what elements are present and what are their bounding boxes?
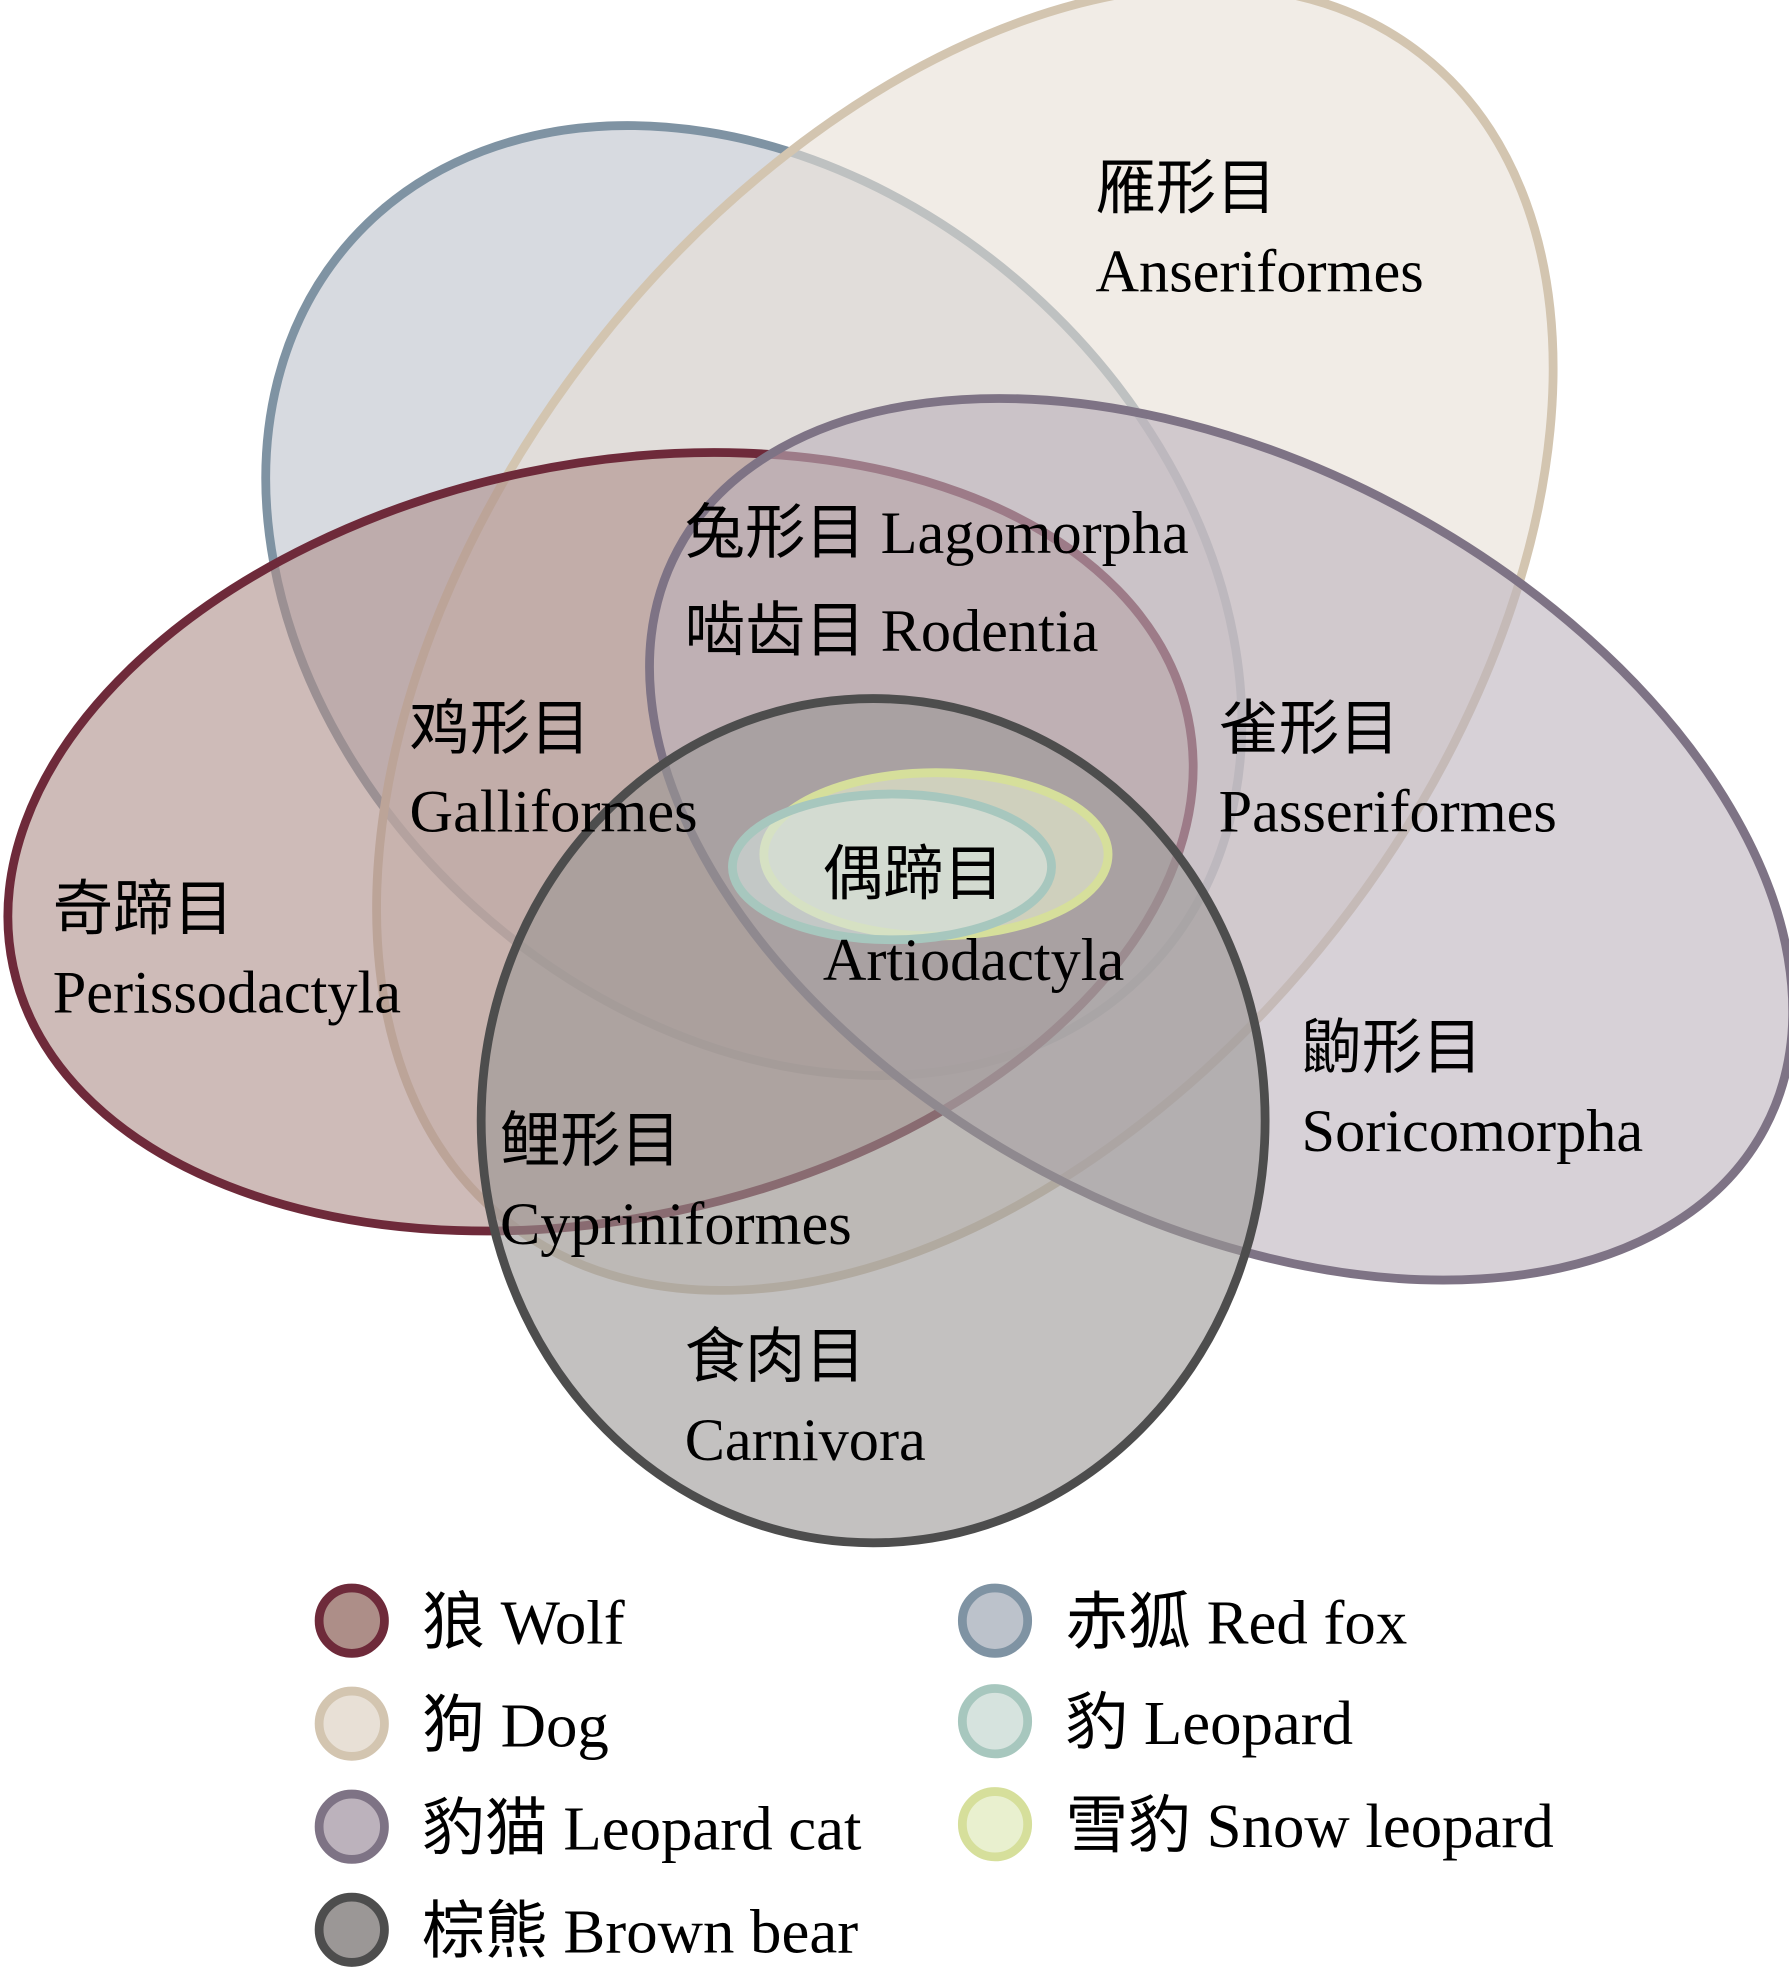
- label-galliformes-zh: 鸡形目: [410, 696, 591, 763]
- label-galliformes-en: Galliformes: [410, 779, 698, 846]
- label-soricomorpha-zh: 鼩形目: [1302, 1015, 1483, 1082]
- label-lagomorpha: 兔形目 Lagomorpha: [685, 500, 1189, 567]
- label-perissodactyla-zh: 奇蹄目: [53, 877, 234, 944]
- legend-swatch: [957, 1787, 1033, 1862]
- label-perissodactyla-en: Perissodactyla: [53, 960, 401, 1027]
- legend-swatch: [314, 1892, 389, 1967]
- label-artiodactyla-zh: 偶蹄目: [823, 842, 1004, 909]
- label-carnivora-zh: 食肉目: [685, 1324, 866, 1391]
- set-leopard: [728, 789, 1056, 945]
- legend-label: 豹 Leopard: [1065, 1688, 1353, 1758]
- label-cypriniformes-en: Cypriniformes: [500, 1191, 852, 1258]
- legend-swatch: [314, 1686, 389, 1761]
- legend-label: 棕熊 Brown bear: [422, 1896, 858, 1966]
- label-artiodactyla-en: Artiodactyla: [823, 927, 1124, 994]
- legend-swatch: [957, 1684, 1033, 1759]
- label-passeriformes-en: Passeriformes: [1219, 779, 1557, 846]
- label-passeriformes-zh: 雀形目: [1219, 696, 1400, 763]
- legend-label: 狗 Dog: [422, 1690, 609, 1760]
- label-carnivora-en: Carnivora: [685, 1407, 926, 1474]
- label-cypriniformes-zh: 鲤形目: [500, 1108, 681, 1175]
- label-anseriformes-zh: 雁形目: [1096, 156, 1277, 223]
- label-rodentia: 啮齿目 Rodentia: [685, 598, 1099, 665]
- legend: 狼 Wolf 狗 Dog 豹猫 Leopard cat 棕熊 Brown bear 赤狐…: [314, 1583, 1554, 1967]
- legend-label: 豹猫 Leopard cat: [422, 1793, 862, 1863]
- legend-swatch: [314, 1583, 389, 1658]
- legend-swatch: [957, 1583, 1033, 1658]
- legend-label: 雪豹 Snow leopard: [1065, 1791, 1553, 1861]
- label-soricomorpha-en: Soricomorpha: [1302, 1098, 1644, 1165]
- legend-label: 狼 Wolf: [422, 1587, 625, 1657]
- legend-swatch: [314, 1789, 389, 1864]
- legend-label: 赤狐 Red fox: [1065, 1587, 1407, 1657]
- label-anseriformes-en: Anseriformes: [1096, 239, 1424, 306]
